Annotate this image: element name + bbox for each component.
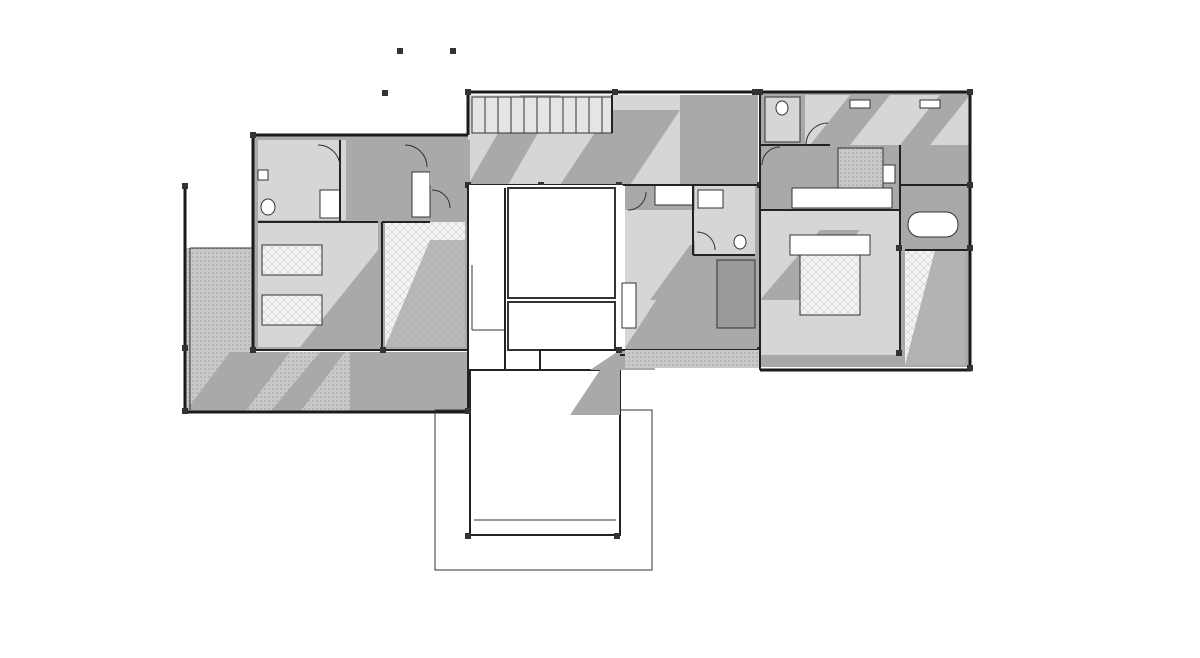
bed xyxy=(789,234,871,316)
study-block xyxy=(616,182,970,368)
left-terrace xyxy=(182,183,467,414)
left-bedroom-block xyxy=(250,132,468,353)
main-stair xyxy=(471,96,613,134)
master-suite xyxy=(757,89,973,372)
survey-markers xyxy=(382,48,456,96)
central-void xyxy=(467,185,623,412)
central-hall xyxy=(430,89,758,266)
